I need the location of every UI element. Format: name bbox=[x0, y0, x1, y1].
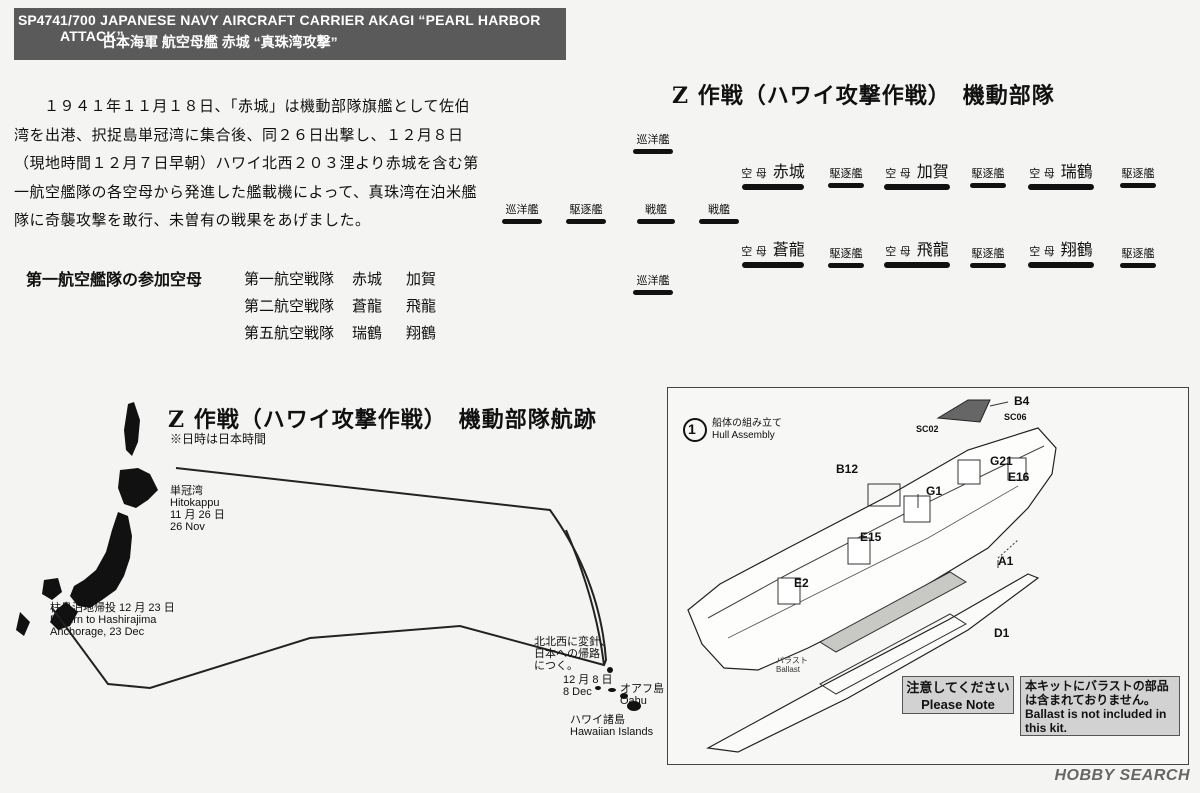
label-b4: B4 bbox=[1014, 394, 1030, 408]
carriers-label: 第一航空艦隊の参加空母 bbox=[26, 270, 203, 289]
ship-destroyer: 駆逐艦 bbox=[826, 245, 866, 268]
step-title: 船体の組み立て Hull Assembly bbox=[712, 418, 782, 441]
label-hashirajima: 柱島泊地帰投 12 月 23 日 Return to Hashirajima A… bbox=[50, 602, 175, 638]
label-b12: B12 bbox=[836, 462, 859, 476]
division-row: 第二航空戦隊蒼龍飛龍 bbox=[244, 297, 437, 315]
route-note: ※日時は日本時間 bbox=[170, 432, 267, 446]
title-japanese: 日本海軍 航空母艦 赤城 “真珠湾攻撃” bbox=[102, 34, 338, 50]
ballast-slot bbox=[819, 613, 967, 695]
carrier-kaga: 空 母加賀 bbox=[878, 158, 956, 190]
route-map bbox=[16, 402, 641, 711]
carrier-hiryu: 空 母飛龍 bbox=[878, 236, 956, 268]
label-hitokappu: 単冠湾 Hitokappu 11 月 26 日 26 Nov bbox=[170, 485, 225, 533]
label-sc06: SC06 bbox=[1004, 412, 1027, 422]
ballast-note: 本キットにバラストの部品は含まれておりません。 Ballast is not i… bbox=[1020, 676, 1180, 736]
carrier-zuikaku: 空 母瑞鶴 bbox=[1022, 158, 1100, 190]
ship-cruiser-bottom: 巡洋艦 bbox=[632, 272, 674, 295]
japan-silhouette bbox=[16, 402, 158, 636]
label-oahu: オアフ島 Oahu bbox=[620, 683, 664, 707]
oahu-dot bbox=[607, 667, 613, 673]
ship-battleship-2: 戦艦 bbox=[698, 201, 740, 224]
product-code: SP474 bbox=[18, 12, 61, 28]
ship-destroyer: 駆逐艦 bbox=[968, 165, 1008, 188]
island-icon bbox=[595, 686, 601, 690]
ship-cruiser-top: 巡洋艦 bbox=[632, 131, 674, 154]
label-e16: E16 bbox=[1008, 470, 1030, 484]
part-g21-shape bbox=[957, 459, 981, 485]
label-d1: D1 bbox=[994, 626, 1010, 640]
label-turn: 北北西に変針、 日本への帰路 につく。 bbox=[534, 636, 611, 672]
label-g1: G1 bbox=[926, 484, 943, 498]
part-g1-shape bbox=[903, 495, 931, 523]
carrier-shokaku: 空 母翔鶴 bbox=[1022, 236, 1100, 268]
part-b4-shape bbox=[936, 399, 991, 423]
label-sc02: SC02 bbox=[916, 424, 939, 434]
ship-destroyer: 駆逐艦 bbox=[1118, 245, 1158, 268]
header-banner: SP474 1/700 JAPANESE NAVY AIRCRAFT CARRI… bbox=[14, 8, 566, 60]
intro-paragraph: １９４１年１１月１８日、「赤城」は機動部隊旗艦として佐伯湾を出港、択捉島単冠湾に… bbox=[14, 97, 479, 229]
route-turn bbox=[565, 529, 605, 666]
step-number: 1 bbox=[688, 421, 696, 437]
hull-diagram bbox=[683, 399, 1057, 753]
label-g21: G21 bbox=[990, 454, 1013, 468]
ship-destroyer: 駆逐艦 bbox=[826, 165, 866, 188]
ship-battleship-1: 戦艦 bbox=[636, 201, 676, 224]
route-line bbox=[51, 467, 608, 690]
hull-inner-line bbox=[727, 485, 1019, 639]
ship-destroyer: 駆逐艦 bbox=[1118, 165, 1158, 188]
label-e15: E15 bbox=[860, 530, 882, 544]
watermark: HOBBY SEARCH bbox=[1054, 767, 1190, 784]
part-d1-shape bbox=[706, 573, 1040, 753]
carrier-soryu: 空 母蒼龍 bbox=[734, 236, 812, 268]
label-hawaii: ハワイ諸島 Hawaiian Islands bbox=[570, 714, 654, 738]
part-b12-shape bbox=[867, 483, 901, 507]
label-ballast: バラスト Ballast bbox=[776, 656, 808, 674]
part-e16-shape bbox=[1007, 457, 1027, 481]
division-row: 第五航空戦隊瑞鶴翔鶴 bbox=[244, 324, 437, 342]
island-icon bbox=[627, 701, 641, 711]
please-note-box: 注意してください Please Note bbox=[902, 676, 1014, 714]
title-english: 1/700 JAPANESE NAVY AIRCRAFT CARRIER AKA… bbox=[60, 12, 541, 44]
step-circle bbox=[683, 418, 707, 442]
ballast-plate bbox=[819, 571, 967, 653]
fleet-title: Z 作戦（ハワイ攻撃作戦） 機動部隊 bbox=[672, 83, 1055, 109]
part-e2-shape bbox=[777, 577, 801, 605]
island-icon bbox=[608, 688, 616, 692]
label-a1: A1 bbox=[998, 554, 1014, 568]
part-e15-shape bbox=[847, 537, 871, 565]
label-dec8: 12 月 8 日 8 Dec bbox=[563, 674, 613, 698]
intro-text: １９４１年１１月１８日、「赤城」は機動部隊旗艦として佐伯湾を出港、択捉島単冠湾に… bbox=[14, 92, 484, 235]
hull-outline bbox=[687, 427, 1057, 671]
route-title: Z 作戦（ハワイ攻撃作戦） 機動部隊航跡 bbox=[168, 407, 597, 433]
ship-cruiser-left: 巡洋艦 bbox=[500, 201, 544, 224]
division-row: 第一航空戦隊赤城加賀 bbox=[244, 270, 437, 288]
ship-destroyer: 駆逐艦 bbox=[968, 245, 1008, 268]
label-e2: E2 bbox=[794, 576, 809, 590]
island-icon bbox=[620, 693, 628, 699]
carrier-akagi: 空 母赤城 bbox=[734, 158, 812, 190]
ship-destroyer-left: 駆逐艦 bbox=[564, 201, 608, 224]
